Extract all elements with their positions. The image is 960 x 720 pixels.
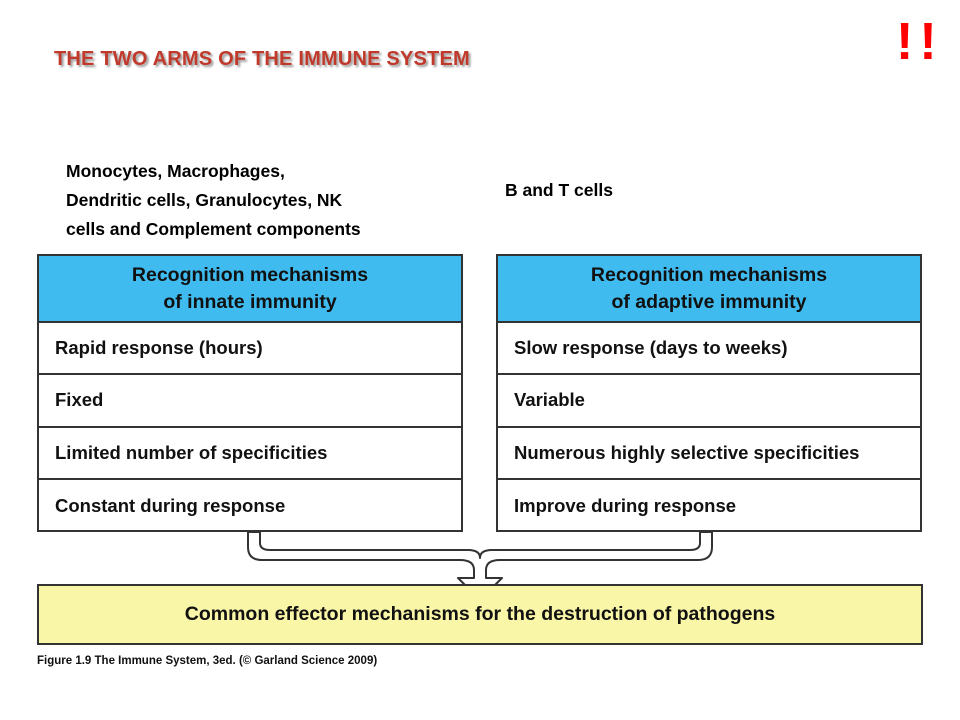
innate-header-line2: of innate immunity [163,290,337,313]
innate-immunity-panel: Recognition mechanisms of innate immunit… [37,254,463,532]
adaptive-row-change: Improve during response [514,494,737,516]
adaptive-immunity-panel: Recognition mechanisms of adaptive immun… [496,254,922,532]
common-effector-box: Common effector mechanisms for the destr… [37,584,923,645]
innate-panel-header: Recognition mechanisms of innate immunit… [39,256,461,323]
figure-caption: Figure 1.9 The Immune System, 3ed. (© Ga… [37,655,378,667]
innate-row-variability: Fixed [39,375,461,428]
innate-header-line1: Recognition mechanisms [131,263,369,286]
merge-arrow-icon [247,531,713,601]
innate-row-specificities: Limited number of specificities [39,428,461,480]
page-title: THE TWO ARMS OF THE IMMUNE SYSTEM [54,48,470,70]
adaptive-panel-header: Recognition mechanisms of adaptive immun… [498,256,920,323]
alert-mark: !! [896,13,943,71]
innate-row-change: Constant during response [55,494,286,516]
adaptive-row-specificities: Numerous highly selective specificities [498,428,920,480]
adaptive-row-variability: Variable [498,375,920,428]
adaptive-cells-note: B and T cells [505,180,613,200]
innate-row-speed: Rapid response (hours) [39,323,461,376]
adaptive-row-speed: Slow response (days to weeks) [498,323,920,376]
adaptive-header-line2: of adaptive immunity [611,290,807,313]
innate-cells-note: Monocytes, Macrophages, Dendritic cells,… [66,161,361,239]
adaptive-header-line1: Recognition mechanisms [590,263,828,286]
